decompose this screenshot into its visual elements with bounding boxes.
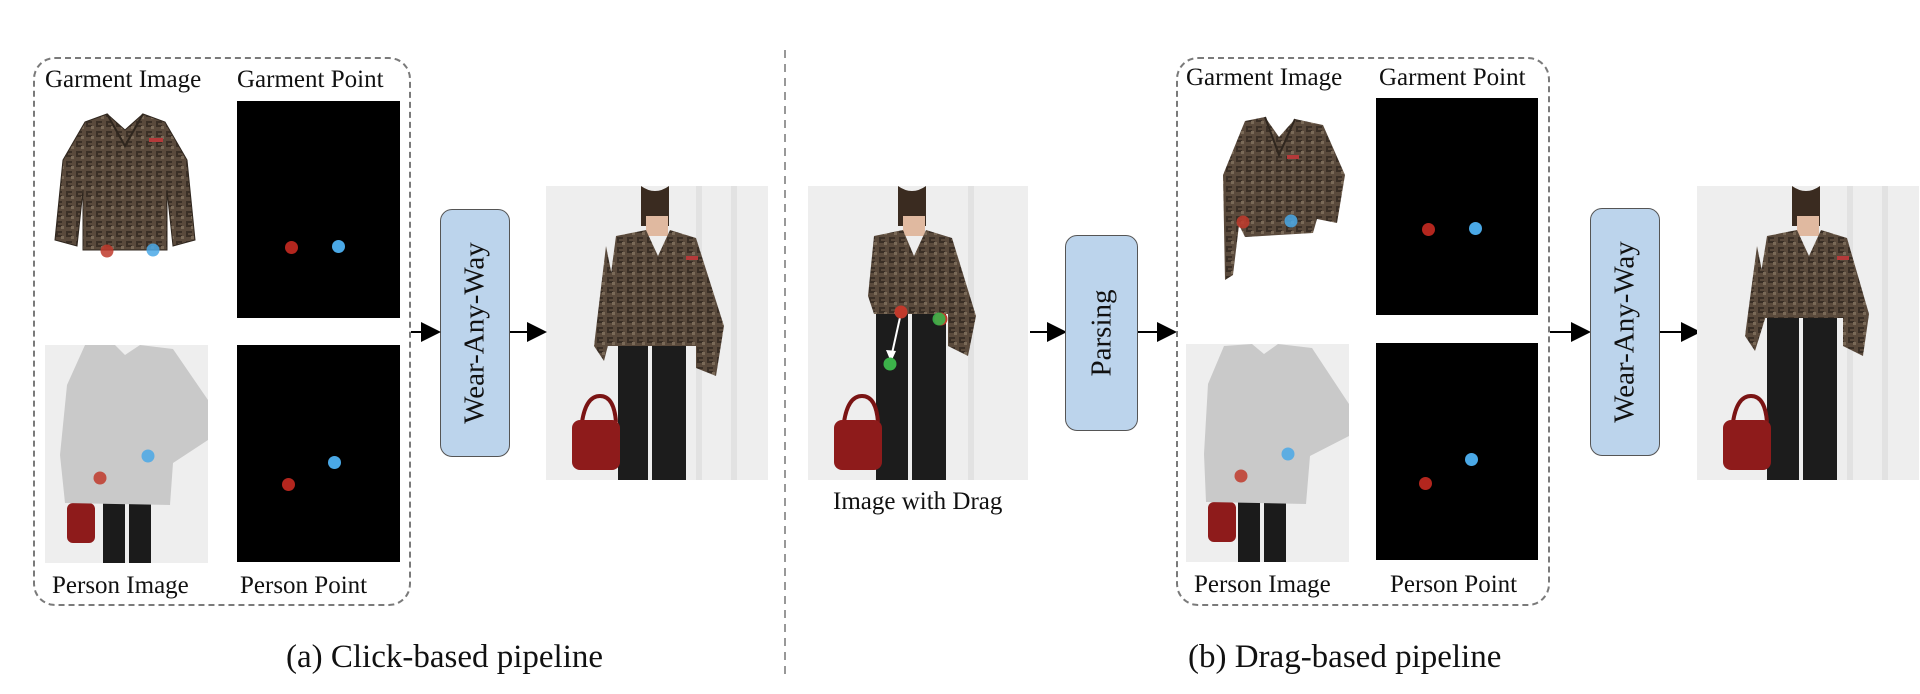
caption-drag-pipeline: (b) Drag-based pipeline (1188, 639, 1502, 675)
garment-point-red (285, 241, 298, 254)
person-image-label: Person Image (52, 572, 189, 599)
drag-inputs-box (1176, 57, 1550, 606)
garment-image-b (1205, 115, 1353, 285)
person-point-blue-b (1465, 453, 1478, 466)
wear-any-way-module-b: Wear-Any-Way (1590, 208, 1660, 456)
garment-image-label: Garment Image (45, 66, 202, 93)
garment-point-map-b (1376, 98, 1538, 315)
garment-point-map (237, 101, 400, 318)
garment-point-blue-b (1469, 222, 1482, 235)
person-point-blue (328, 456, 341, 469)
person-point-label-b: Person Point (1390, 571, 1518, 598)
garment-image-label-b: Garment Image (1186, 64, 1343, 91)
garment-point-label: Garment Point (237, 66, 384, 93)
person-image-b (1186, 344, 1349, 562)
result-image-b (1697, 186, 1919, 480)
wear-any-way-module-a: Wear-Any-Way (440, 209, 510, 457)
image-with-drag-label: Image with Drag (833, 488, 1003, 515)
garment-point-red-b (1422, 223, 1435, 236)
person-point-label: Person Point (240, 572, 368, 599)
person-point-map-b (1376, 343, 1538, 560)
result-image-a (546, 186, 768, 480)
garment-point-label-b: Garment Point (1379, 64, 1526, 91)
image-with-drag (808, 186, 1028, 480)
person-image (45, 345, 208, 563)
person-point-red-b (1419, 477, 1432, 490)
person-point-map (237, 345, 400, 562)
click-inputs-box (33, 57, 411, 606)
garment-point-blue (332, 240, 345, 253)
person-image-label-b: Person Image (1194, 571, 1331, 598)
person-point-red (282, 478, 295, 491)
parsing-module: Parsing (1065, 235, 1138, 431)
caption-click-pipeline: (a) Click-based pipeline (286, 639, 604, 675)
garment-image (45, 100, 205, 260)
